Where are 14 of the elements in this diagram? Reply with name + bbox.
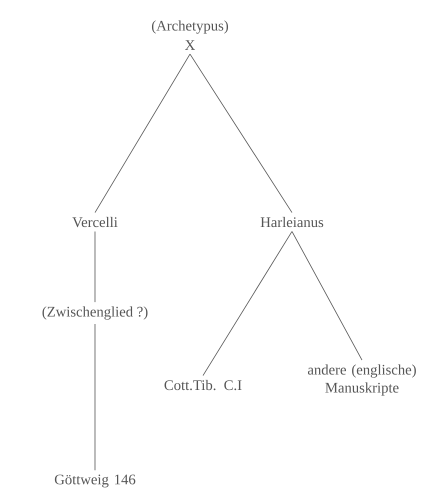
tree-line xyxy=(94,324,96,471)
note-label: (Archetypus) xyxy=(152,20,228,34)
manuscript-label: Harleianus xyxy=(260,216,324,228)
tree-line xyxy=(292,231,362,360)
manuscript-label: Göttweig 146 xyxy=(54,474,136,488)
tree-line xyxy=(202,231,292,376)
manuscript-label: X xyxy=(185,40,196,50)
manuscript-label: Cott.Tib. C.I xyxy=(164,380,242,390)
manuscript-label: (Zwischenglied ?) xyxy=(42,306,148,320)
tree-line xyxy=(94,231,96,302)
manuscript-label: andere (englische) Manuskripte xyxy=(308,364,416,396)
manuscript-label: Vercelli xyxy=(72,216,118,228)
tree-line xyxy=(190,54,292,213)
tree-line xyxy=(94,54,190,213)
